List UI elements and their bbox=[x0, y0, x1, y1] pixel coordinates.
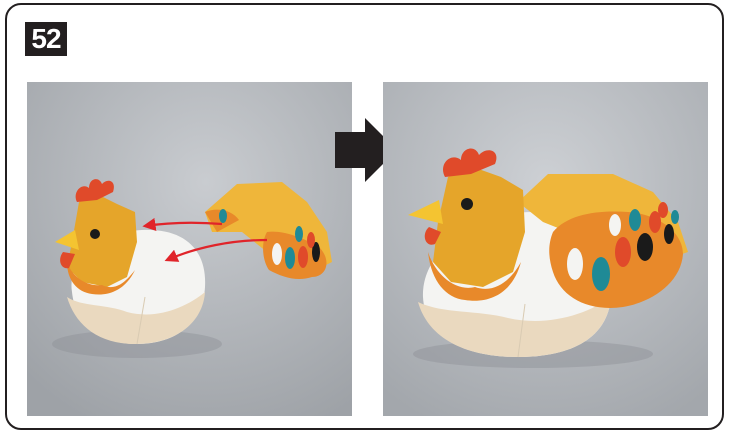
after-assembly-illustration bbox=[383, 82, 708, 416]
eye bbox=[461, 198, 473, 210]
before-assembly-illustration bbox=[27, 82, 352, 416]
eye bbox=[90, 229, 100, 239]
photo-after-assembly bbox=[383, 82, 708, 416]
step-number-badge: 52 bbox=[25, 22, 67, 56]
photo-before-assembly bbox=[27, 82, 352, 416]
